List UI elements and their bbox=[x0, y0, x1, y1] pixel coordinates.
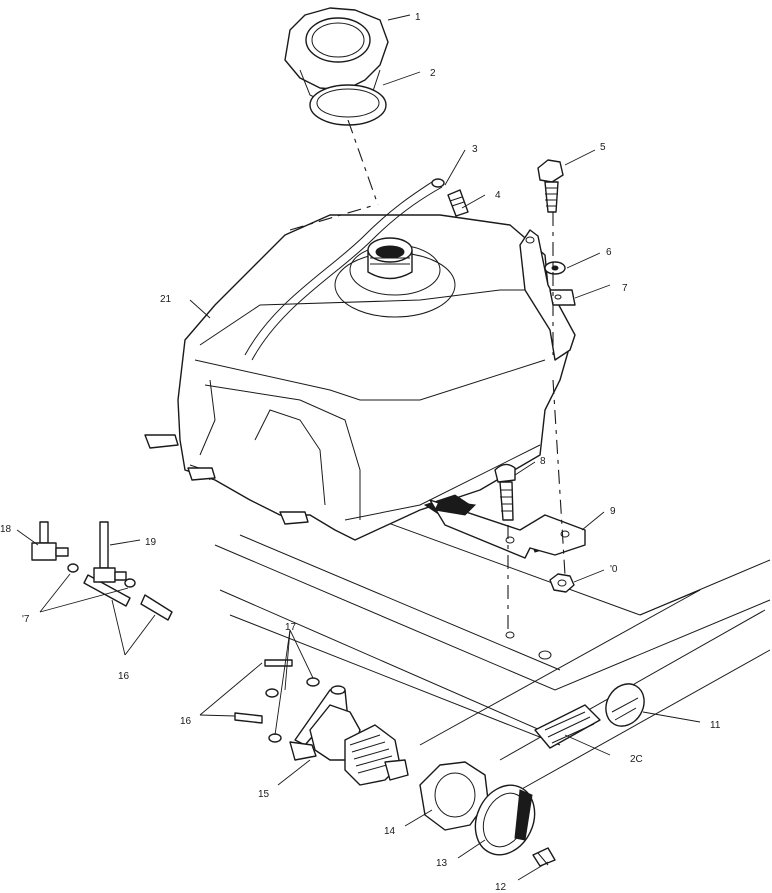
gauge-ring-icon bbox=[474, 784, 536, 856]
callout-5: 5 bbox=[600, 142, 606, 153]
fuel-cap-icon bbox=[284, 7, 389, 111]
callout-15: 15 bbox=[258, 789, 270, 800]
fuel-line-icon bbox=[83, 574, 293, 724]
vent-fitting-icon bbox=[447, 189, 469, 217]
hose-clamp-icon bbox=[67, 563, 320, 743]
hex-nut-icon bbox=[549, 573, 575, 593]
washer-icon bbox=[544, 261, 566, 275]
callout-7: 7 bbox=[622, 283, 628, 294]
elbow-fitting-icon bbox=[31, 521, 69, 561]
frame-plug-icon bbox=[605, 683, 645, 727]
hex-bolt-icon bbox=[537, 159, 564, 213]
fuel-tank-icon bbox=[144, 214, 571, 553]
callout-1: 1 bbox=[415, 12, 421, 23]
callout-13: 13 bbox=[436, 858, 448, 869]
callout-17-right: 17 bbox=[285, 622, 297, 633]
callout-8: 8 bbox=[540, 456, 546, 467]
callout-9: 9 bbox=[610, 506, 616, 517]
callout-10: '0 bbox=[610, 564, 618, 575]
decal-icon bbox=[534, 704, 601, 749]
frame-rails bbox=[214, 519, 771, 821]
tee-fitting-icon bbox=[93, 521, 127, 583]
assembly-lines bbox=[289, 119, 566, 635]
callout-16-lower: 16 bbox=[180, 716, 192, 727]
callout-6: 6 bbox=[606, 247, 612, 258]
leader-lines bbox=[16, 14, 701, 881]
callout-3: 3 bbox=[472, 144, 478, 155]
bolt-icon bbox=[494, 463, 516, 521]
vent-hose-icon bbox=[244, 178, 445, 361]
callout-19: 19 bbox=[145, 537, 157, 548]
fuel-valve-icon bbox=[289, 685, 409, 786]
callout-12: 12 bbox=[495, 882, 507, 893]
callout-20: 2C bbox=[630, 754, 643, 765]
callout-2: 2 bbox=[430, 68, 436, 79]
callout-4: 4 bbox=[495, 190, 501, 201]
cap-gasket-icon bbox=[309, 84, 387, 126]
callout-18: 18 bbox=[0, 524, 12, 535]
callout-16-upper: 16 bbox=[118, 671, 130, 682]
bracket-icon bbox=[519, 229, 576, 361]
callout-numbers: 1 2 3 4 5 6 7 8 9 '0 11 12 13 14 15 16 1… bbox=[0, 12, 721, 893]
callout-14: 14 bbox=[384, 826, 396, 837]
callout-17-left: '7 bbox=[22, 614, 30, 625]
callout-11: 11 bbox=[710, 720, 721, 731]
screw-icon bbox=[532, 847, 556, 867]
callout-21: 21 bbox=[160, 294, 172, 305]
